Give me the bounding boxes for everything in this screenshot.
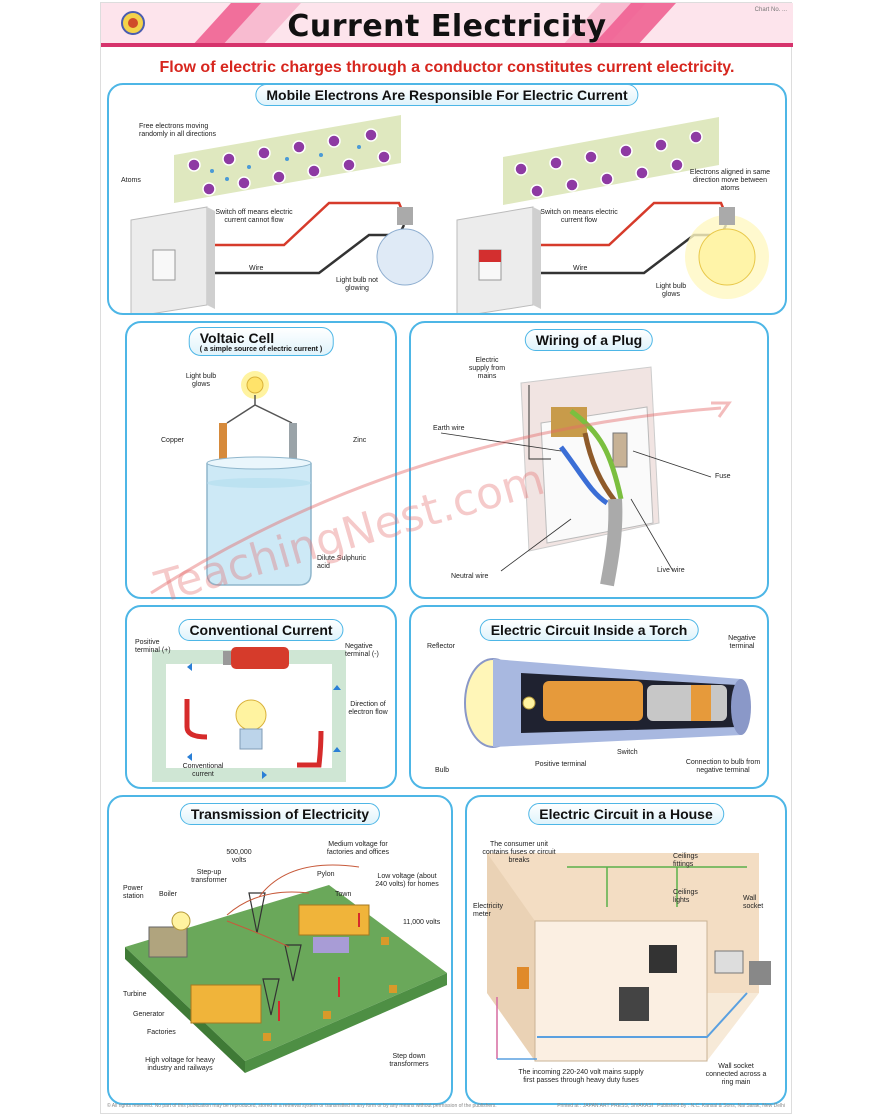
chart: Current Electricity Chart No. ... Flow o…: [100, 2, 793, 1114]
panel-torch: Electric Circuit Inside a Torch Reflecto…: [409, 605, 769, 789]
label-high-voltage: High voltage for heavy industry and rail…: [145, 1057, 215, 1072]
chart-title: Current Electricity: [287, 9, 607, 44]
panel-wiring-plug: Wiring of a Plug Electric supply from ma…: [409, 321, 769, 599]
label-power-station: Power station: [123, 885, 144, 900]
label-switch-off: Switch off means electric current cannot…: [215, 209, 293, 224]
label-torch-positive: Positive terminal: [535, 761, 587, 768]
panel-house: Electric Circuit in a House The consumer…: [465, 795, 787, 1105]
conventional-current-illustration: [152, 647, 346, 782]
label-zinc: Zinc: [353, 437, 367, 444]
label-consumer-unit: The consumer unit contains fuses or circ…: [482, 841, 556, 864]
label-neutral: Neutral wire: [451, 573, 489, 580]
label-town: Town: [335, 891, 352, 898]
label-torch-bulb: Bulb: [435, 767, 450, 774]
label-conventional-current: Conventional current: [182, 763, 224, 778]
header-banner: [101, 3, 793, 47]
label-atoms: Atoms: [121, 177, 141, 184]
footer-copyright: © All rights reserved. No part of this p…: [107, 1103, 497, 1109]
chart-subtitle: Flow of electric charges through a condu…: [159, 59, 735, 76]
label-wire-right: Wire: [573, 265, 588, 272]
footer-published: Published By : N.C. Kansal & Sons, Nai S…: [657, 1103, 785, 1109]
publisher-logo: [121, 11, 145, 35]
label-electron-direction: Direction of electron flow: [348, 701, 388, 716]
footer-publisher: Printed at : JAPAN ART PRESS, SIVAKASI P…: [557, 1103, 785, 1109]
label-voltaic-bulb: Light bulb glows: [185, 373, 217, 388]
label-earth: Earth wire: [433, 425, 465, 432]
label-reflector: Reflector: [427, 643, 456, 650]
panel-plug-title: Wiring of a Plug: [524, 329, 654, 351]
label-fuse: Fuse: [715, 473, 731, 480]
label-ceilings-fittings: Ceilings fittings: [673, 853, 698, 868]
label-500k: 500,000 volts: [226, 849, 252, 864]
label-wall-socket: Wall socket: [743, 895, 764, 910]
torch-illustration: [464, 658, 751, 748]
label-wire-left: Wire: [249, 265, 264, 272]
panel-transmission: Transmission of Electricity 500,000 volt…: [107, 795, 453, 1105]
plug-illustration: [440, 366, 712, 587]
label-factories: Factories: [147, 1029, 176, 1036]
panel-conventional-title: Conventional Current: [178, 619, 344, 641]
label-low-voltage: Low voltage (about 240 volts) for homes: [375, 873, 439, 888]
transmission-illustration: [125, 864, 447, 1073]
footer: © All rights reserved. No part of this p…: [107, 1103, 785, 1111]
label-ceilings-lights: Ceilings lights: [673, 889, 698, 904]
label-switch-on: Switch on means electric current flow: [540, 209, 618, 224]
panel-conventional-current: Conventional Current Positive terminal (…: [125, 605, 397, 789]
label-negative-terminal: Negative terminal (-): [345, 643, 379, 658]
label-incoming: The incoming 220-240 volt mains supply f…: [518, 1069, 644, 1084]
voltaic-subtitle: ( a simple source of electric current ): [199, 346, 323, 353]
label-torch-switch: Switch: [617, 749, 638, 756]
footer-printed: Printed at : JAPAN ART PRESS, SIVAKASI: [557, 1103, 653, 1109]
label-turbine: Turbine: [123, 991, 147, 998]
label-bulb-off: Light bulb not glowing: [335, 277, 379, 292]
label-meter: Electricity meter: [473, 903, 503, 918]
label-torch-negative: Negative terminal: [728, 635, 756, 650]
label-supply: Electric supply from mains: [468, 357, 506, 380]
label-free-electrons: Free electrons moving randomly in all di…: [139, 123, 217, 138]
voltaic-title-text: Voltaic Cell: [199, 330, 275, 346]
label-boiler: Boiler: [159, 891, 177, 898]
label-stepdown: Step down transformers: [389, 1053, 429, 1068]
mobile-electrons-illustration: [130, 115, 769, 313]
voltaic-cell-illustration: [206, 371, 312, 586]
label-live: Live wire: [657, 567, 685, 574]
label-acid: Dilute Sulphuric acid: [317, 555, 367, 570]
chart-code: Chart No. ...: [754, 7, 787, 13]
label-copper: Copper: [161, 437, 184, 444]
label-electrons-aligned: Electrons aligned in same direction move…: [689, 169, 771, 192]
panel-mobile-title: Mobile Electrons Are Responsible For Ele…: [255, 85, 639, 106]
panel-mobile-electrons: Mobile Electrons Are Responsible For Ele…: [107, 83, 787, 315]
label-medium: Medium voltage for factories and offices: [326, 841, 390, 856]
label-ring-main: Wall socket connected across a ring main: [705, 1063, 767, 1086]
header: Current Electricity Chart No. ...: [101, 3, 793, 55]
label-torch-connection: Connection to bulb from negative termina…: [685, 759, 761, 774]
panel-house-title: Electric Circuit in a House: [528, 803, 724, 825]
label-bulb-on: Light bulb glows: [655, 283, 687, 298]
house-illustration: [487, 853, 771, 1062]
label-positive-terminal: Positive terminal (+): [135, 639, 171, 654]
label-pylon: Pylon: [317, 871, 335, 878]
panel-transmission-title: Transmission of Electricity: [179, 803, 381, 825]
label-11k: 11,000 volts: [403, 919, 441, 926]
panel-torch-title: Electric Circuit Inside a Torch: [479, 619, 699, 641]
panel-voltaic-cell: Voltaic Cell ( a simple source of electr…: [125, 321, 397, 599]
label-stepup: Step-up transformer: [191, 869, 227, 884]
panel-voltaic-title: Voltaic Cell ( a simple source of electr…: [188, 327, 334, 356]
label-generator: Generator: [133, 1011, 165, 1018]
